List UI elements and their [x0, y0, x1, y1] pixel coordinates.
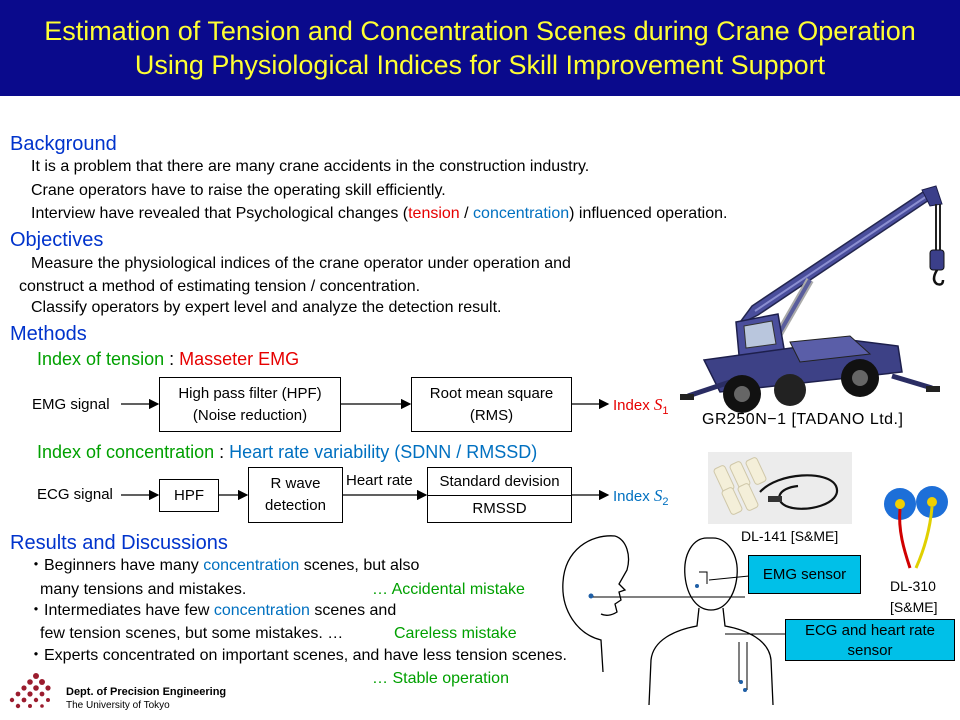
- title-line-1: Estimation of Tension and Concentration …: [44, 16, 916, 46]
- footer-univ: The University of Tokyo: [66, 700, 170, 711]
- heart-rate-label: Heart rate: [346, 472, 413, 489]
- rms-box-line-2: (RMS): [469, 407, 514, 424]
- objectives-line-2: construct a method of estimating tension…: [19, 278, 421, 295]
- body-outline-diagram: [562, 535, 787, 706]
- r-wave-line-1: R wave: [270, 475, 321, 492]
- r-wave-box: R wave detection: [248, 467, 343, 523]
- index-s1-label: Index: [613, 397, 654, 414]
- ecg-sensor-caption-line-2: [S&ME]: [890, 599, 938, 615]
- results-heading: Results and Discussions: [10, 532, 228, 554]
- rms-box: Root mean square (RMS): [411, 377, 572, 432]
- emg-sensor-image: [708, 452, 852, 524]
- index-s1-symbol: S: [653, 395, 663, 414]
- department-logo-icon: [9, 673, 51, 709]
- tension-index-line: Index of tension : Masseter EMG: [37, 348, 299, 370]
- emg-signal-label: EMG signal: [32, 396, 110, 413]
- tension-index-label: Index of tension: [37, 349, 165, 369]
- emg-sensor-caption: DL-141 [S&ME]: [741, 528, 839, 544]
- results-item-1-b: scenes, but also: [299, 557, 420, 574]
- sdnn-rmssd-box: Standard devision RMSSD: [427, 467, 572, 523]
- rms-box-line-1: Root mean square: [429, 385, 554, 402]
- results-item-2-concentration: concentration: [213, 602, 310, 619]
- footer-dept: Dept. of Precision Engineering: [66, 686, 227, 698]
- tension-index-value: Masseter EMG: [179, 349, 300, 369]
- results-item-2-a: ・Intermediates have few: [28, 602, 214, 619]
- background-line-2: Crane operators have to raise the operat…: [31, 182, 446, 199]
- background-line-1: It is a problem that there are many cran…: [31, 158, 590, 175]
- results-item-1-a: ・Beginners have many: [28, 557, 204, 574]
- hpf-box-line-2: (Noise reduction): [192, 407, 308, 424]
- background-heading: Background: [10, 133, 117, 155]
- results-item-1-outcome: … Accidental mistake: [372, 581, 525, 598]
- results-item-2: ・Intermediates have few concentration sc…: [28, 601, 396, 621]
- objectives-heading: Objectives: [10, 229, 104, 251]
- background-tension-word: tension: [408, 205, 460, 222]
- ecg-signal-label: ECG signal: [37, 486, 113, 503]
- crane-image: [680, 185, 945, 413]
- index-s1: Index S1: [613, 395, 669, 421]
- emg-sensor-label: EMG sensor: [748, 555, 861, 594]
- ecg-sensor-label: ECG and heart rate sensor: [785, 619, 955, 661]
- tension-index-separator: :: [164, 349, 180, 369]
- background-concentration-word: concentration: [473, 205, 570, 222]
- concentration-index-label: Index of concentration: [37, 442, 215, 462]
- index-s2-subscript: 2: [662, 496, 669, 508]
- ecg-hpf-box: HPF: [159, 479, 219, 512]
- concentration-index-separator: :: [214, 442, 230, 462]
- results-item-2-b: scenes and: [309, 602, 397, 619]
- background-line-3-a: Interview have revealed that Psychologic…: [31, 205, 409, 222]
- background-line-3-b: ) influenced operation.: [569, 205, 728, 222]
- objectives-line-3: Classify operators by expert level and a…: [31, 299, 502, 316]
- index-s2-label: Index: [613, 488, 654, 505]
- results-item-2-line-2: few tension scenes, but some mistakes. …: [40, 625, 344, 642]
- ecg-sensor-image: [884, 486, 948, 569]
- rmssd-box-line: RMSSD: [472, 500, 527, 517]
- concentration-index-value: Heart rate variability (SDNN / RMSSD): [229, 442, 538, 462]
- ecg-sensor-caption-line-1: DL-310: [890, 578, 936, 594]
- objectives-line-1: Measure the physiological indices of the…: [31, 255, 571, 272]
- results-item-1-line-2: many tensions and mistakes.: [40, 581, 247, 598]
- results-item-3: ・Experts concentrated on important scene…: [28, 647, 567, 664]
- results-item-1: ・Beginners have many concentration scene…: [28, 556, 419, 576]
- background-line-3: Interview have revealed that Psychologic…: [31, 204, 727, 224]
- background-separator: /: [459, 205, 474, 222]
- index-s1-subscript: 1: [662, 405, 669, 417]
- r-wave-line-2: detection: [265, 497, 326, 514]
- sdnn-box-line: Standard devision: [428, 468, 571, 496]
- title-bar: Estimation of Tension and Concentration …: [0, 0, 960, 96]
- results-item-1-concentration: concentration: [203, 557, 300, 574]
- index-s2-symbol: S: [653, 486, 663, 505]
- hpf-box-line-1: High pass filter (HPF): [178, 385, 322, 402]
- methods-heading: Methods: [10, 323, 87, 345]
- hpf-box: High pass filter (HPF) (Noise reduction): [159, 377, 341, 432]
- crane-caption: GR250N−1 [TADANO Ltd.]: [702, 411, 904, 428]
- results-item-2-outcome: Careless mistake: [394, 625, 517, 642]
- index-s2: Index S2: [613, 486, 669, 512]
- title-line-2: Using Physiological Indices for Skill Im…: [134, 50, 826, 80]
- concentration-index-line: Index of concentration : Heart rate vari…: [37, 441, 537, 463]
- results-item-3-outcome: … Stable operation: [372, 670, 509, 687]
